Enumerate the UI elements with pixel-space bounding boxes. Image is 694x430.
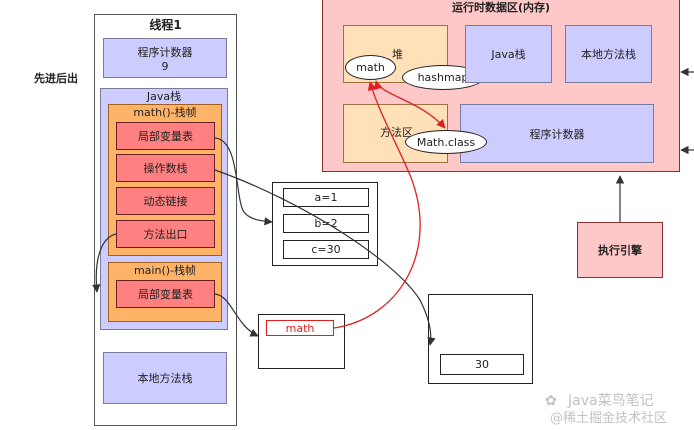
thread-title: 线程1 [149, 17, 182, 32]
watermark-icon: ✿ [545, 393, 557, 409]
math-operand-stack: 操作数栈 [116, 154, 215, 182]
runtime-pc: 程序计数器 [460, 104, 654, 163]
heap-object-math: math [345, 55, 396, 80]
local-a: a=1 [283, 188, 369, 207]
math-local-vars: 局部变量表 [116, 122, 215, 150]
method-area-math-class: Math.class [405, 130, 487, 154]
runtime-title: 运行时数据区(内存) [451, 1, 551, 14]
thread-pc-box: 程序计数器 9 [103, 38, 227, 78]
java-stack-title: Java栈 [146, 90, 182, 103]
thread-pc-value: 9 [161, 59, 169, 73]
main-frame-title: main()-栈帧 [133, 264, 197, 277]
math-return-address: 方法出口 [116, 220, 215, 248]
local-c: c=30 [283, 240, 369, 259]
thread-pc-label: 程序计数器 [137, 45, 193, 59]
math-dynamic-link: 动态链接 [116, 187, 215, 215]
main-local-math: math [266, 320, 334, 336]
heap-label: 堆 [392, 48, 403, 61]
runtime-java-stack: Java栈 [465, 25, 552, 83]
local-b: b=2 [283, 214, 369, 233]
operand-value: 30 [440, 354, 524, 375]
math-frame-title: math()-栈帧 [133, 106, 197, 119]
thread-native-stack: 本地方法栈 [103, 352, 227, 404]
runtime-native-stack: 本地方法栈 [565, 25, 652, 83]
lifo-label: 先进后出 [34, 72, 78, 85]
watermark-line1: Java菜鸟笔记 [568, 393, 654, 409]
execution-engine: 执行引擎 [577, 222, 663, 278]
watermark-line2: @稀土掘金技术社区 [550, 411, 668, 426]
main-local-vars: 局部变量表 [116, 280, 215, 308]
